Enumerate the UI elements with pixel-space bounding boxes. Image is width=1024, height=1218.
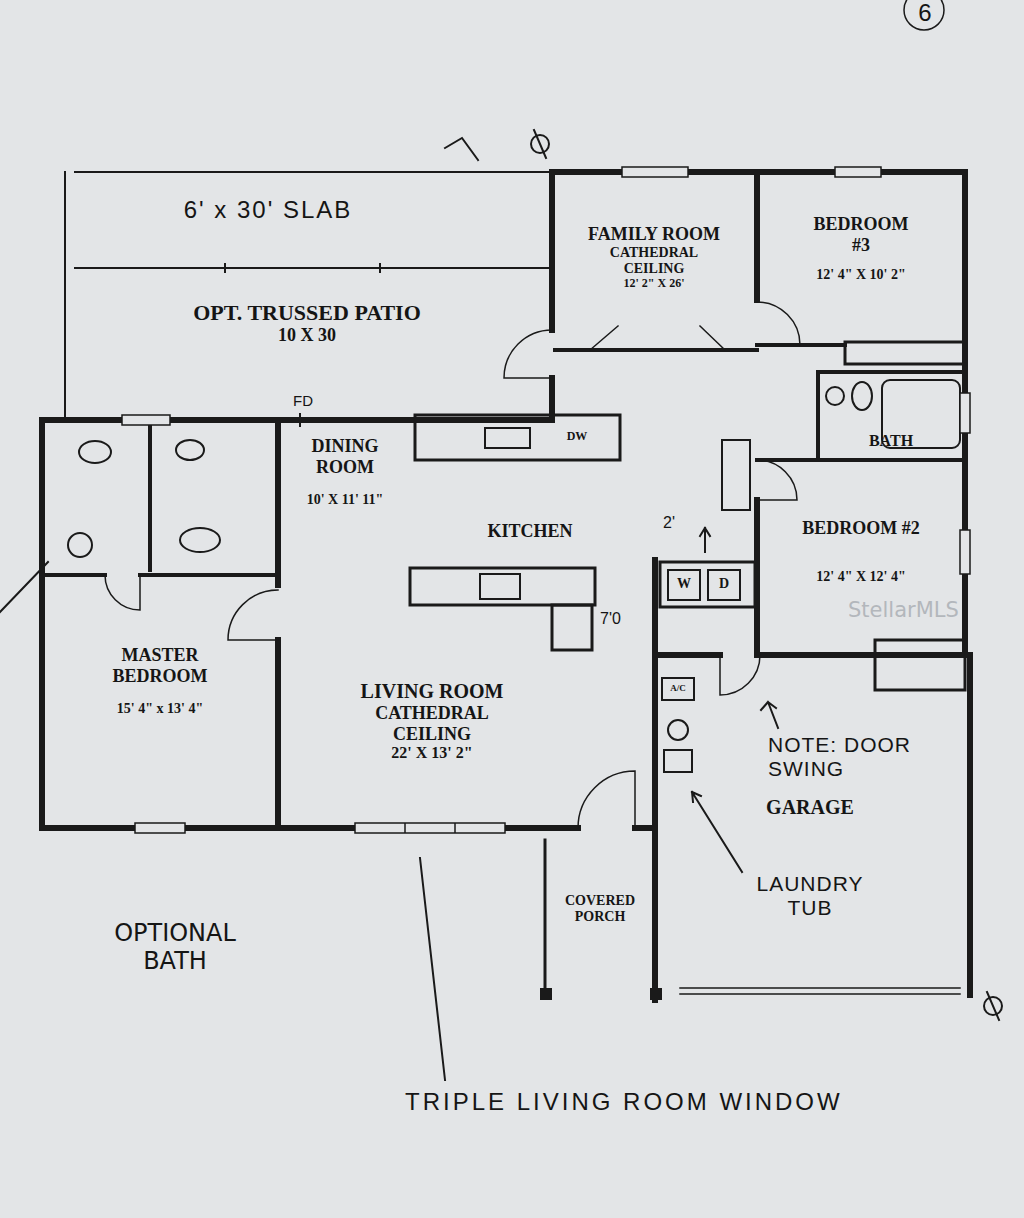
counter-return xyxy=(552,605,592,650)
window xyxy=(122,415,170,425)
linen-closet xyxy=(722,440,750,510)
plumbing-symbol xyxy=(984,997,1002,1015)
window xyxy=(835,167,881,177)
laundry-tub-symbol xyxy=(664,750,692,772)
page-number-circle xyxy=(904,0,944,30)
toilet xyxy=(852,382,872,410)
room-area: COVERED PORCH xyxy=(548,848,652,988)
room-label: DINING ROOM xyxy=(295,436,395,477)
ac-unit xyxy=(662,678,694,700)
appliance-label: A/C xyxy=(662,683,694,693)
range-symbol xyxy=(480,574,520,599)
lavatory xyxy=(826,387,844,405)
option-note: OPTIONAL BATH xyxy=(90,920,260,975)
porch-wall xyxy=(544,840,547,995)
leader-line xyxy=(0,528,778,1080)
room-label: BEDROOM #3 xyxy=(806,214,916,255)
room-area: MASTER BEDROOM 15' 4" x 13' 4" xyxy=(46,580,274,825)
toilet xyxy=(176,440,204,460)
room-label: MASTER BEDROOM xyxy=(85,645,235,686)
window xyxy=(135,823,185,833)
handwritten-note: LAUNDRY TUB xyxy=(750,872,870,920)
room-area: FAMILY ROOMCATHEDRAL CEILING12' 2" X 26' xyxy=(553,176,755,348)
room-label: GARAGE xyxy=(766,796,854,819)
room-detail: 12' 4" X 10' 2" xyxy=(816,267,905,283)
toilet xyxy=(79,441,111,463)
room-label: FAMILY ROOM xyxy=(588,224,720,245)
garage-door xyxy=(680,988,960,994)
room-label: OPT. TRUSSED PATIO xyxy=(193,300,421,325)
floor-drain-note: FD xyxy=(288,392,318,409)
porch-post xyxy=(540,988,552,1000)
room-label: BEDROOM #2 xyxy=(802,518,920,539)
room-detail: 15' 4" x 13' 4" xyxy=(117,701,203,717)
room-label: LIVING ROOM xyxy=(361,680,504,703)
room-label: COVERED PORCH xyxy=(555,893,645,925)
window xyxy=(960,393,970,433)
patio-outline xyxy=(65,172,552,426)
room-detail: 10' X 11' 11" xyxy=(307,492,384,508)
page-number: 6 xyxy=(914,0,936,27)
room-detail: 22' X 13' 2" xyxy=(391,744,472,762)
window xyxy=(622,167,688,177)
handwritten-note: TRIPLE LIVING ROOM WINDOW xyxy=(405,1088,1005,1116)
room-label: BATH xyxy=(869,432,913,450)
room-label: KITCHEN xyxy=(487,521,572,542)
room-detail: 12' 2" X 26' xyxy=(624,277,685,291)
watermark: StellarMLS xyxy=(848,598,978,622)
kitchen-sink xyxy=(485,428,530,448)
laundry-closet xyxy=(660,562,755,607)
window-mullion xyxy=(405,823,455,833)
appliance-label: D xyxy=(708,576,740,592)
kitchen-counter xyxy=(415,415,620,460)
room-detail: 10 X 30 xyxy=(278,325,336,346)
dryer-box xyxy=(708,570,740,600)
kitchen-island xyxy=(410,568,595,605)
exterior-wall xyxy=(42,172,970,1000)
interior-wall xyxy=(42,345,965,575)
room-detail: CATHEDRAL CEILING xyxy=(357,703,507,744)
triple-window xyxy=(355,823,505,833)
dimension-note: 7'0 xyxy=(600,610,640,628)
room-area: DINING ROOM 10' X 11' 11" xyxy=(281,428,409,572)
room-detail: 12' 4" X 12' 4" xyxy=(816,569,905,585)
room-label: 6' x 30' SLAB xyxy=(184,196,353,224)
appliance-label: DW xyxy=(562,430,592,444)
handwritten-note: NOTE: DOOR SWING xyxy=(768,733,933,781)
water-heater xyxy=(668,720,688,740)
room-detail: CATHEDRAL CEILING xyxy=(599,245,709,277)
lavatory xyxy=(180,528,220,552)
plumbing-symbol xyxy=(445,130,999,1020)
window xyxy=(960,530,970,574)
closet xyxy=(845,342,965,364)
dimension-note: 2' xyxy=(663,514,693,532)
washer-box xyxy=(668,570,700,600)
lavatory xyxy=(68,533,92,557)
room-area: 6' x 30' SLAB xyxy=(78,178,458,264)
door-swing xyxy=(105,302,800,828)
appliance-label: W xyxy=(668,576,700,592)
room-area: BATH xyxy=(820,374,962,458)
porch-post xyxy=(650,988,662,1000)
room-area: LIVING ROOMCATHEDRAL CEILING22' X 13' 2" xyxy=(282,610,582,825)
room-area: BEDROOM #3 12' 4" X 10' 2" xyxy=(760,176,962,341)
room-area: KITCHEN xyxy=(412,465,648,565)
closet xyxy=(875,640,965,690)
